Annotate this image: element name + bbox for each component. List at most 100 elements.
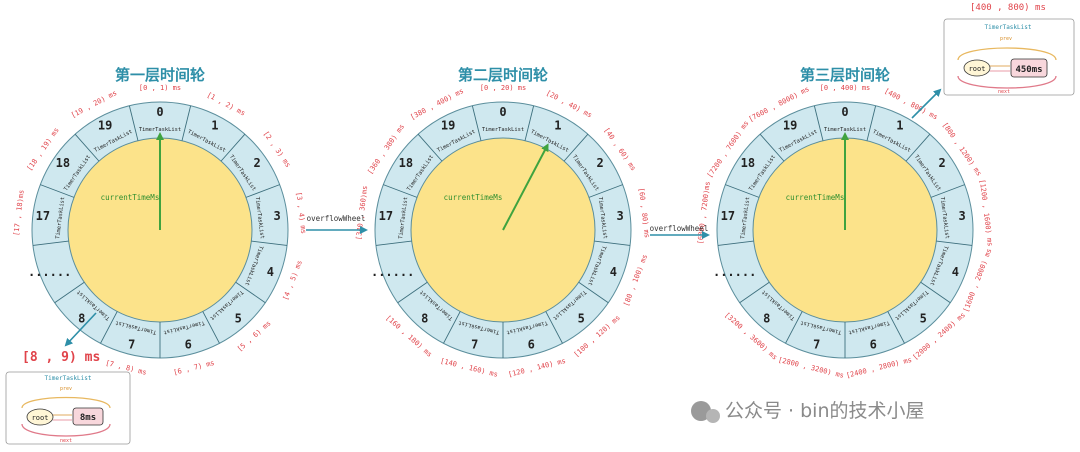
callout-2-task: 450ms (1015, 65, 1042, 75)
wheel-3-slot-list: TimerTaskList (939, 197, 950, 240)
callout-1-task-node (72, 407, 104, 426)
callout-2-next: next (998, 89, 1010, 95)
slot-divider (383, 184, 418, 198)
slot-divider (251, 240, 288, 246)
wheel-1-current-label: currentTimeMs (101, 193, 160, 202)
wheel-2-slot-range: [140 , 160) ms (439, 357, 498, 379)
callout-2-next-link (957, 75, 1057, 89)
wheel-3-slot-range: [2400 , 2800) ms (845, 356, 912, 380)
slot-divider (32, 240, 69, 246)
slot-divider (866, 105, 877, 141)
callout-1-root-node (26, 408, 54, 426)
slot-divider (578, 281, 609, 304)
callout-2-card: TimerTaskList prev root 450ms next (943, 18, 1075, 96)
slot-divider (220, 133, 246, 162)
wheel-2-slot-range: [120 , 140) ms (507, 357, 566, 379)
wheel-1-slot-index: 6 (185, 338, 192, 352)
wheel-2-slot-index: ...... (371, 265, 414, 279)
wheel-2-slot-index: 2 (596, 156, 603, 170)
wheel-3-slot-index: 1 (896, 119, 903, 133)
wheel-3-slot-list: TimerTaskList (824, 127, 866, 133)
slot-divider (471, 105, 482, 141)
slot-divider (524, 105, 535, 141)
slot-divider (905, 133, 931, 162)
wheel-1-slot-range: [3 , 4) ms (294, 191, 307, 234)
wheel-3-slot-index: 19 (783, 119, 797, 133)
slot-divider (40, 184, 75, 198)
wheel-3-slot-index: 3 (959, 209, 966, 223)
wheel-1-slot-list: TimerTaskList (55, 197, 66, 240)
wheel-2-slot-list: TimerTaskList (398, 197, 409, 240)
slot-divider (759, 133, 785, 162)
wheel-2-slot-index: 7 (471, 338, 478, 352)
wheel-1-slot-index: 2 (253, 156, 260, 170)
wheel-3-slot-index: 7 (813, 338, 820, 352)
wheel-3-slot-index: 4 (952, 265, 959, 279)
wheel-2-slot-list: TimerTaskList (597, 197, 608, 240)
callout-2-task-node (1010, 58, 1048, 78)
slot-divider (920, 281, 951, 304)
slot-divider (594, 240, 631, 246)
wechat-icon-bubble (706, 409, 720, 423)
wheel-3-slot-index: 18 (741, 156, 755, 170)
callout-1-range: [8 , 9) ms (22, 350, 100, 365)
slot-divider (128, 105, 139, 141)
overflow-label-2: overflowWheel (650, 224, 709, 233)
slot-divider (397, 281, 428, 304)
wheel-1-slot-list: TimerTaskList (254, 197, 265, 240)
wheel-1-slot-range: [6 , 7) ms (173, 359, 216, 377)
callout-1-prev-link (21, 396, 111, 409)
slot-divider (813, 105, 824, 141)
wheel-2-slot-index: 18 (399, 156, 413, 170)
wheel-3-slot-index: 0 (841, 105, 848, 119)
slot-divider (930, 184, 965, 198)
wheel-3-slot-range: [0 , 400) ms (820, 84, 871, 92)
callout-arrow-2 (911, 88, 942, 119)
wheel-2-slot-index: 19 (441, 119, 455, 133)
wheel-2-slot-index: 0 (499, 105, 506, 119)
slot-divider (936, 240, 973, 246)
wheel-3-slot-index: 8 (763, 311, 770, 325)
wheel-2-hand (502, 143, 549, 231)
slot-divider (739, 281, 770, 304)
slot-divider (202, 311, 220, 344)
callout-1-next: next (60, 438, 72, 444)
wheel-3-slot-index: 6 (870, 338, 877, 352)
callout-1-card: TimerTaskList prev root 8ms next (5, 371, 131, 445)
callout-1-root: root (32, 414, 49, 422)
wheel-2-slot-range: [0 , 20) ms (480, 84, 526, 92)
wheel-2-title: 第二层时间轮 (458, 66, 548, 84)
wheel-1-slot-index: 17 (36, 209, 50, 223)
wheel-1-slot-range: [0 , 1) ms (139, 84, 181, 92)
wheel-3-slot-range: [2800 , 3200) ms (777, 356, 844, 380)
wheel-3-slot-index: 17 (721, 209, 735, 223)
slot-divider (725, 184, 760, 198)
callout-2-root: root (969, 65, 986, 73)
wheel-1-slot-index: 1 (211, 119, 218, 133)
wheel-3-title: 第三层时间轮 (800, 66, 890, 84)
callout-2-root-node (963, 59, 991, 77)
wheel-2-slot-range: [340 , 360)ms (355, 185, 370, 240)
slot-divider (375, 240, 412, 246)
wheel-3-slot-index: 5 (920, 311, 927, 325)
wheel-2-current-label: currentTimeMs (444, 193, 503, 202)
wheel-3-current-label: currentTimeMs (786, 193, 845, 202)
wheel-3-slot-index: ...... (713, 265, 756, 279)
wheel-2-slot-index: 17 (379, 209, 393, 223)
wheel-2-slot-index: 4 (610, 265, 617, 279)
wheel-1-slot-index: 8 (78, 311, 85, 325)
wheel-3-slot-range: [1200 , 1600) ms (978, 179, 994, 247)
callout-1-header: TimerTaskList (45, 375, 92, 382)
slot-divider (235, 281, 266, 304)
callout-1-task: 8ms (80, 413, 96, 423)
wheel-2-slot-index: 8 (421, 311, 428, 325)
slot-divider (245, 184, 280, 198)
wheel-1-slot-index: 19 (98, 119, 112, 133)
callout-arrow-1 (64, 312, 97, 347)
callout-2-range: [400 , 800) ms (970, 3, 1046, 13)
callout-2-header: TimerTaskList (985, 24, 1032, 31)
wheel-2-slot-list: TimerTaskList (482, 127, 524, 133)
wheel-3-slot-list: TimerTaskList (740, 197, 751, 240)
